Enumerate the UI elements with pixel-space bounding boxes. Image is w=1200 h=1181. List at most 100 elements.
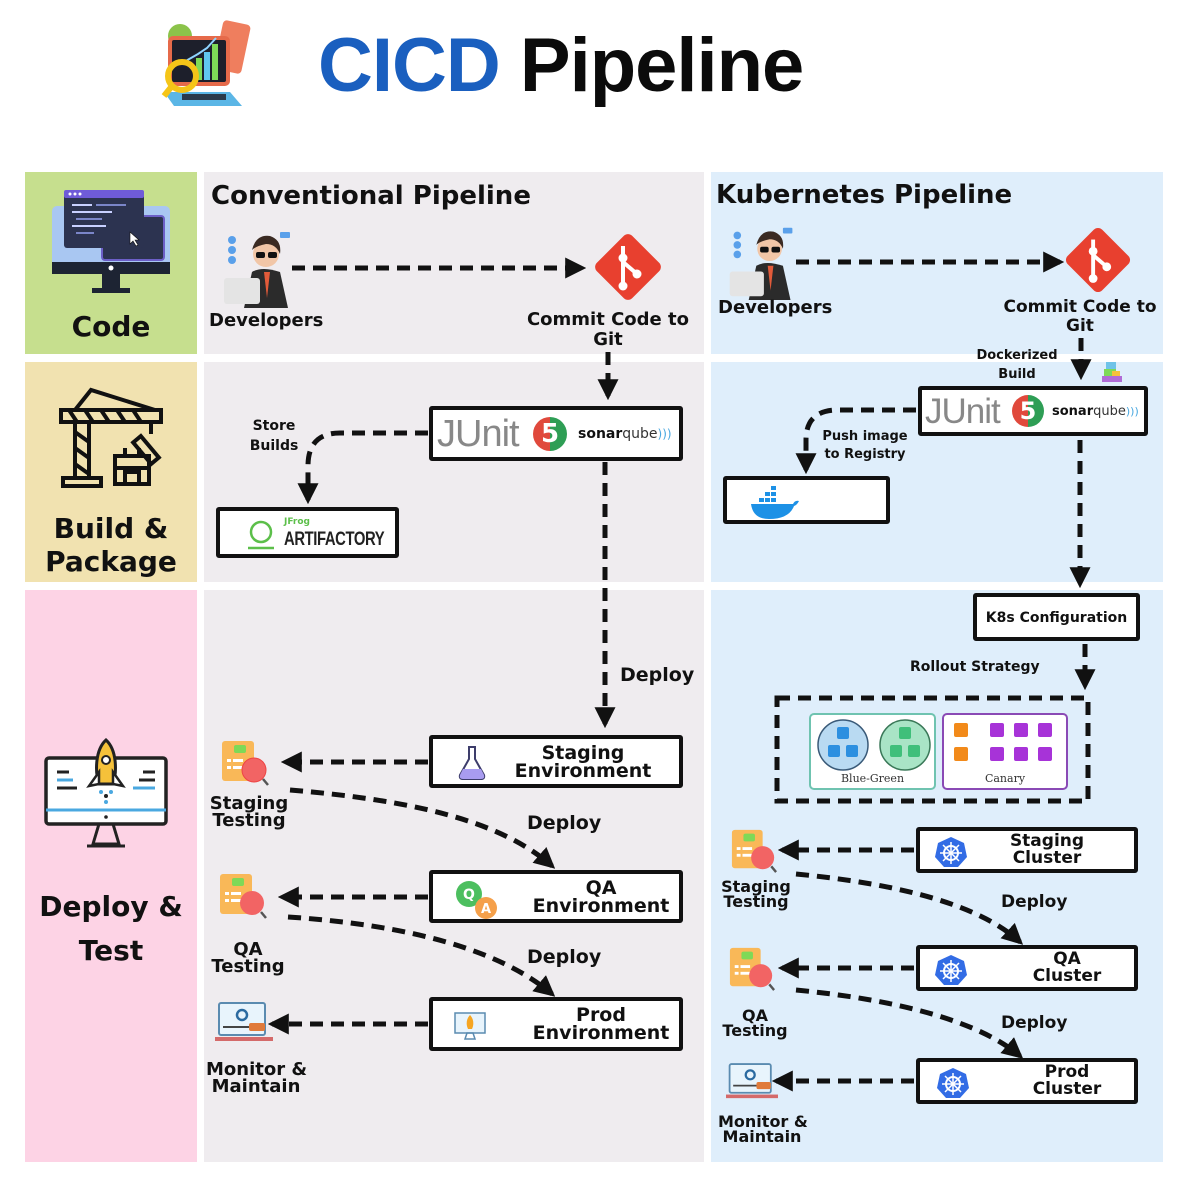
- conventional-deploy-label-3: Deploy: [527, 946, 602, 968]
- prod-env-line1: Prod: [576, 1004, 626, 1026]
- conv-staging-testing-line1: Staging: [209, 793, 289, 814]
- prod-cluster-line2: Cluster: [1032, 1079, 1102, 1099]
- conv-staging-testing-line2: Testing: [212, 810, 286, 831]
- push-line1: Push image: [822, 429, 908, 444]
- conv-monitor-line2: Maintain: [211, 1076, 301, 1097]
- conventional-deploy-label-2: Deploy: [527, 812, 602, 834]
- stage-deploy: Deploy & Test: [25, 590, 197, 1162]
- kubernetes-deploy-label-1: Deploy: [1001, 892, 1068, 912]
- conventional-monitor-label: Monitor & Maintain: [206, 1059, 308, 1097]
- conv-qa-testing-line2: Testing: [211, 956, 285, 977]
- k8s-monitor-line1: Monitor &: [718, 1112, 808, 1131]
- title-cicd: CICD: [318, 23, 501, 108]
- kubernetes-developers-label: Developers: [718, 297, 833, 318]
- conventional-commit-line1: Commit Code to: [526, 309, 690, 330]
- stage-deploy-label-line1: Deploy &: [39, 890, 183, 923]
- k8s-qa-testing-line2: Testing: [722, 1021, 788, 1040]
- k8s-configuration-box[interactable]: K8s Configuration: [973, 593, 1140, 641]
- store-builds-line2: Builds: [249, 438, 299, 454]
- conventional-commit-line2: Git: [593, 329, 623, 350]
- stage-build-label-line1: Build &: [53, 512, 169, 545]
- prod-env-line2: Environment: [532, 1022, 670, 1044]
- k8s-config-text: K8s Configuration: [985, 610, 1128, 626]
- k8s-sonarqube-logo: sonarqube))): [1052, 404, 1139, 419]
- build-blocks-icon: [1102, 362, 1122, 382]
- qa-cluster-line1: QA: [1053, 949, 1081, 969]
- k8s-junit-logo-text: JUnit: [925, 392, 1001, 431]
- k8s-qa-testing-icon: [729, 947, 776, 991]
- code-monitor-icon: [52, 190, 170, 293]
- kubernetes-deploy-label-2: Deploy: [1001, 1013, 1068, 1033]
- staging-env-line2: Environment: [514, 760, 652, 782]
- k8s-git-logo-icon: [1065, 227, 1131, 293]
- kubernetes-monitor-label: Monitor & Maintain: [718, 1112, 808, 1145]
- kubernetes-wheel-icon: [937, 1068, 969, 1098]
- svg-text:Q: Q: [463, 887, 475, 903]
- page-title: CICD Pipeline: [318, 22, 804, 109]
- title-pipeline: Pipeline: [519, 23, 804, 108]
- staging-cluster-box[interactable]: Staging Cluster: [916, 827, 1138, 873]
- sonar-bold-text: sonar: [578, 426, 623, 442]
- svg-text:A: A: [481, 902, 491, 917]
- prod-environment-box[interactable]: Prod Environment: [429, 997, 683, 1051]
- laptop-analytics-icon: [161, 20, 251, 106]
- git-logo-icon: [595, 234, 661, 300]
- stage-code: Code: [25, 172, 197, 354]
- prod-rocket-icon: [454, 1012, 486, 1040]
- kubernetes-staging-testing-label: Staging Testing: [718, 877, 794, 910]
- conventional-pipeline-title: Conventional Pipeline: [211, 181, 531, 211]
- conventional-deploy-label-1: Deploy: [620, 664, 695, 686]
- stage-build: Build & Package: [25, 362, 197, 582]
- conv-monitor-line1: Monitor &: [206, 1059, 308, 1080]
- dockerized-line2: Build: [998, 367, 1036, 382]
- qa-environment-box[interactable]: Q A QA Environment: [429, 870, 683, 923]
- dockerized-line1: Dockerized: [976, 348, 1058, 363]
- stage-build-label-line2: Package: [45, 545, 177, 578]
- crane-icon: [59, 387, 163, 488]
- docker-registry-box[interactable]: [723, 476, 890, 524]
- dockerized-build-label: Dockerized Build: [972, 346, 1062, 384]
- sonarqube-logo: sonarqube))): [578, 426, 672, 442]
- staging-environment-box[interactable]: Staging Environment: [429, 735, 683, 788]
- kubernetes-qa-testing-label: QA Testing: [720, 1006, 790, 1040]
- k8s-staging-testing-icon: [731, 829, 778, 873]
- qa-cluster-line2: Cluster: [1032, 966, 1102, 986]
- k8s-staging-testing-line1: Staging: [721, 877, 791, 896]
- flask-icon: [458, 746, 486, 780]
- staging-testing-icon: [222, 741, 269, 786]
- canary-cubes-icon: [954, 723, 1052, 761]
- k8s-qube-text: qube: [1093, 404, 1126, 419]
- store-builds-line1: Store: [252, 418, 296, 434]
- junit-5-badge: 5: [533, 417, 567, 451]
- k8s-qa-testing-line1: QA: [742, 1006, 768, 1025]
- canary-label: Canary: [984, 772, 1026, 785]
- blue-green-cubes-icon: [817, 719, 931, 771]
- k8s-sonar-waves-icon: ))): [1125, 405, 1139, 418]
- artifactory-box[interactable]: JFrog ARTIFACTORY: [216, 507, 399, 558]
- k8s-commit-line2: Git: [1066, 316, 1094, 336]
- push-line2: to Registry: [824, 447, 906, 462]
- kubernetes-wheel-icon: [935, 955, 967, 985]
- rollout-strategy-label: Rollout Strategy: [910, 659, 1040, 675]
- qa-env-line1: QA: [585, 877, 617, 899]
- staging-cluster-line1: Staging: [1009, 831, 1085, 851]
- prod-cluster-box[interactable]: Prod Cluster: [916, 1058, 1138, 1104]
- stage-deploy-label-line2: Test: [78, 934, 144, 967]
- staging-env-line1: Staging: [541, 742, 625, 764]
- docker-whale-icon: [751, 486, 799, 519]
- stage-code-label: Code: [71, 310, 151, 343]
- k8s-test-tools-box[interactable]: JUnit 5 sonarqube))): [918, 386, 1148, 436]
- stage-deploy-cell: [25, 590, 197, 1162]
- conventional-staging-testing-label: Staging Testing: [208, 793, 290, 831]
- kubernetes-wheel-icon: [935, 837, 967, 867]
- jfrog-icon: [248, 520, 274, 550]
- jfrog-text: JFrog: [284, 517, 310, 527]
- qa-cluster-box[interactable]: QA Cluster: [916, 945, 1138, 991]
- qube-text: qube: [622, 426, 658, 442]
- conv-qa-testing-line1: QA: [233, 939, 263, 960]
- k8s-junit-5-badge: 5: [1012, 395, 1044, 427]
- k8s-sonar-bold-text: sonar: [1052, 404, 1094, 419]
- blue-green-label: Blue-Green: [840, 772, 905, 785]
- store-builds-label: Store Builds: [248, 416, 300, 456]
- conventional-test-tools-box[interactable]: JUnit 5 sonarqube))): [429, 406, 683, 461]
